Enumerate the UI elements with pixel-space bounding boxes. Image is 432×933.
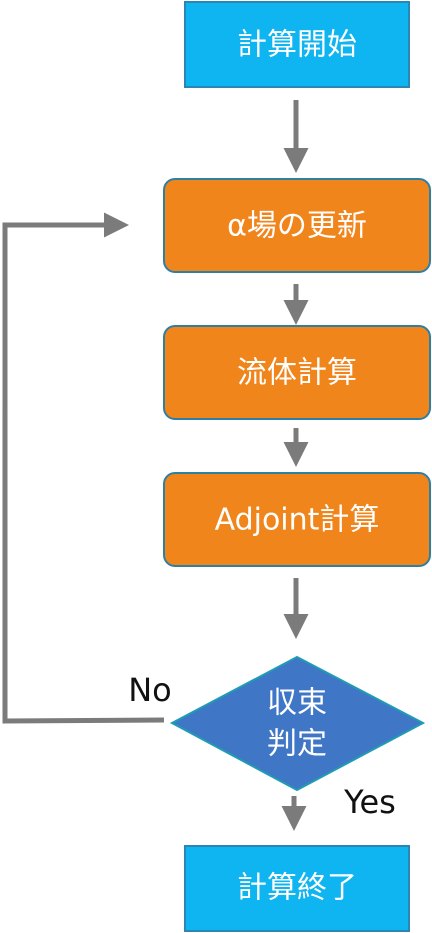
- start-label: 計算開始: [237, 28, 357, 63]
- alpha-update-node: α場の更新: [163, 178, 431, 273]
- adjoint-calc-node: Adjoint計算: [163, 472, 431, 567]
- adjoint-calc-label: Adjoint計算: [215, 503, 380, 538]
- convergence-label-line2: 判定: [267, 727, 327, 762]
- no-loop-arrow: [2, 212, 165, 724]
- alpha-update-box: [163, 178, 431, 273]
- start-node: 計算開始: [184, 1, 410, 88]
- flow-calc-box: [163, 325, 431, 420]
- convergence-label-line1: 収束: [267, 686, 327, 721]
- alpha-update-label: α場の更新: [227, 209, 367, 244]
- convergence-decision-node: 収束 判定: [169, 655, 426, 792]
- end-box: [184, 845, 410, 932]
- no-label: No: [128, 671, 172, 709]
- yes-label: Yes: [343, 783, 396, 821]
- start-box: [184, 1, 410, 88]
- convergence-decision-diamond: [169, 655, 426, 792]
- end-label: 計算終了: [237, 871, 357, 906]
- flow-calc-node: 流体計算: [163, 325, 431, 420]
- end-node: 計算終了: [184, 845, 410, 932]
- flow-calc-label: 流体計算: [237, 356, 357, 391]
- adjoint-calc-box: [163, 472, 431, 567]
